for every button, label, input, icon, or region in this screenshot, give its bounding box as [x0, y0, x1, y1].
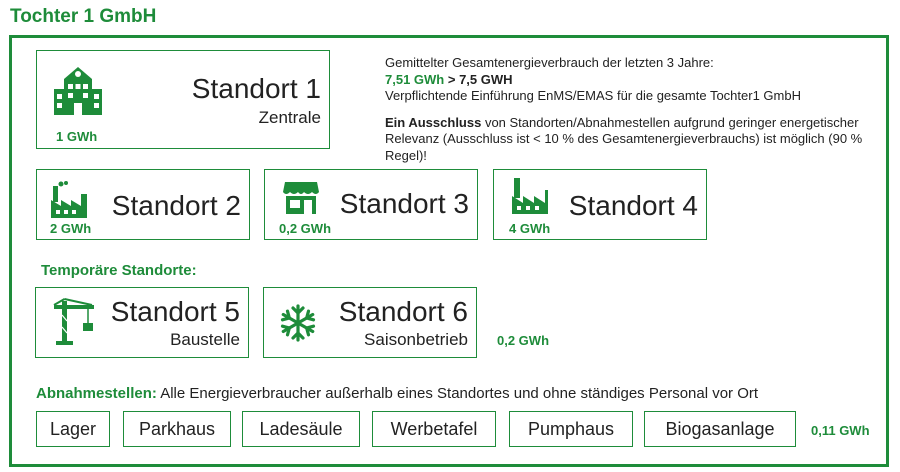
info-line-3: Verpflichtende Einführung EnMS/EMAS für …: [385, 88, 801, 103]
standort-6-sub: Saisonbetrieb: [364, 330, 468, 349]
abnahmestellen-line: Abnahmestellen: Alle Energieverbraucher …: [36, 385, 758, 402]
temporary-heading: Temporäre Standorte:: [41, 262, 197, 279]
info-value-green: 7,51 GWh: [385, 71, 445, 87]
info-value-rest: > 7,5 GWH: [444, 71, 513, 87]
standort-1-box: Standort 1 Zentrale 1 GWh: [36, 50, 330, 149]
abnahmestellen-value: 0,11 GWh: [811, 423, 870, 438]
standort-3-value: 0,2 GWh: [279, 221, 332, 236]
standort-3-name: Standort 3: [339, 188, 469, 219]
company-title: Tochter 1 GmbH: [10, 6, 157, 27]
info-line-1: Gemittelter Gesamtenergieverbrauch der l…: [385, 55, 714, 70]
abnahmestellen-label: Abnahmestellen:: [36, 385, 157, 402]
factory-icon: [512, 178, 548, 214]
standort-4-value: 4 GWh: [509, 221, 551, 236]
standort-6-name: Standort 6: [338, 296, 468, 327]
abnahmestelle-werbetafel: Werbetafel: [372, 411, 496, 447]
factory-icon: [51, 181, 87, 218]
info-exclusion-bold: Ein Ausschluss: [385, 114, 482, 130]
snowflake-icon: [280, 304, 316, 342]
standort-5-sub: Baustelle: [170, 330, 240, 349]
standort-2-box: Standort 2 2 GWh: [36, 169, 250, 240]
info-exclusion-rest: von Standorten/Abnahmestellen aufgrund g…: [385, 114, 863, 163]
standort-1-sub: Zentrale: [258, 108, 321, 127]
abnahmestelle-lager: Lager: [36, 411, 110, 447]
standort-1-name: Standort 1: [191, 73, 321, 104]
standort-4-box: Standort 4 4 GWh: [493, 169, 707, 240]
abnahmestelle-ladesaeule: Ladesäule: [242, 411, 360, 447]
abnahmestelle-biogasanlage: Biogasanlage: [644, 411, 796, 447]
shop-icon: [283, 182, 319, 214]
temporary-value: 0,2 GWh: [497, 333, 550, 348]
standort-3-box: Standort 3 0,2 GWh: [264, 169, 478, 240]
abnahmestelle-parkhaus: Parkhaus: [123, 411, 231, 447]
building-icon: [54, 67, 102, 115]
standort-5-name: Standort 5: [110, 296, 240, 327]
info-text: Gemittelter Gesamtenergieverbrauch der l…: [385, 55, 875, 174]
abnahmestellen-text: Alle Energieverbraucher außerhalb eines …: [156, 385, 759, 402]
standort-5-box: Standort 5 Baustelle: [35, 287, 249, 358]
standort-2-name: Standort 2: [111, 190, 241, 221]
standort-2-value: 2 GWh: [50, 221, 92, 236]
crane-icon: [53, 298, 94, 345]
standort-6-box: Standort 6 Saisonbetrieb: [263, 287, 477, 358]
abnahmestelle-pumphaus: Pumphaus: [509, 411, 633, 447]
standort-1-value: 1 GWh: [56, 129, 98, 144]
company-frame: [9, 35, 889, 467]
standort-4-name: Standort 4: [568, 190, 698, 221]
